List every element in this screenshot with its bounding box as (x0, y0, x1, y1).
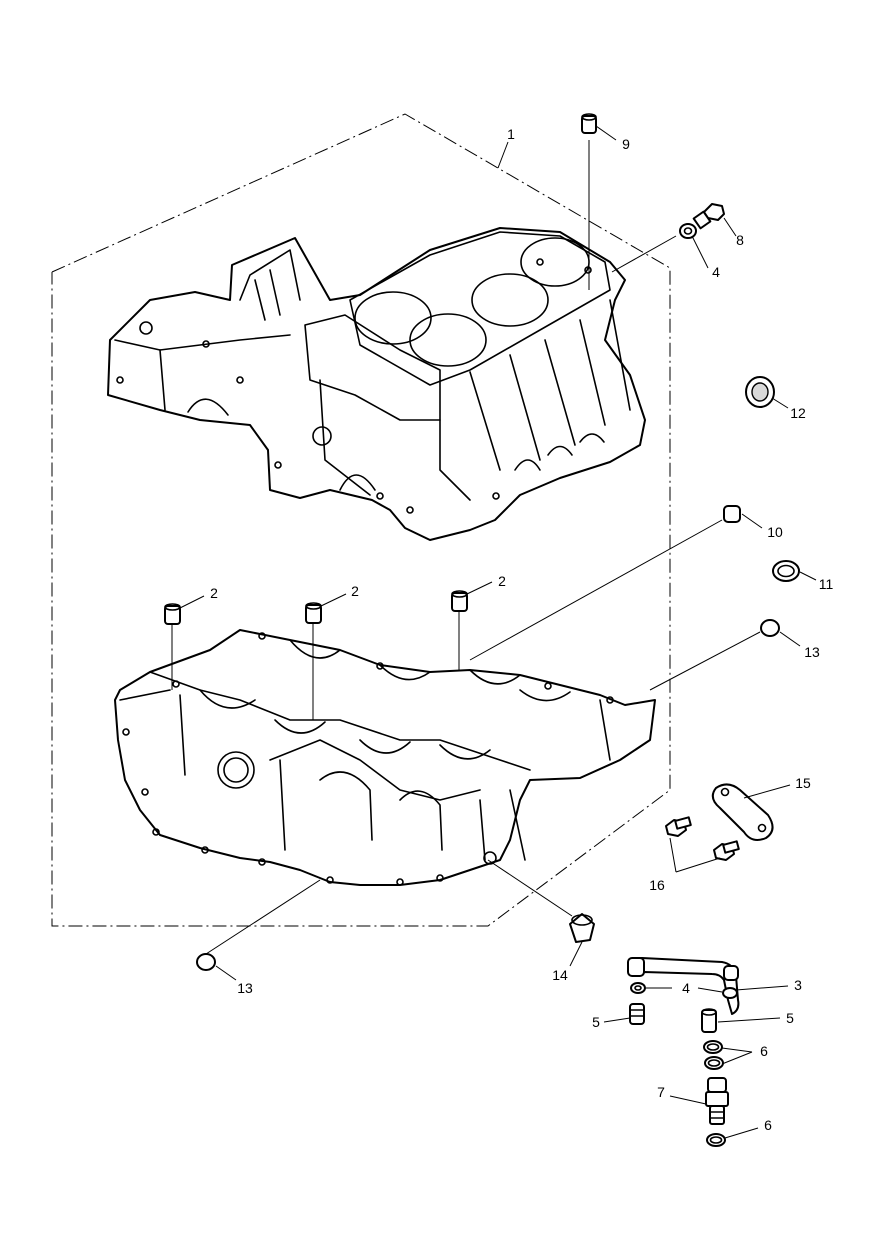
callout-6-lower: 6 (764, 1117, 772, 1133)
bolt-16-lower (713, 840, 740, 861)
bolt-8 (692, 203, 725, 230)
callout-13-left: 13 (237, 980, 253, 996)
grommet-14 (569, 913, 595, 943)
callout-4-lower: 4 (682, 980, 690, 996)
washer-4-lower-left (630, 982, 646, 994)
dowel-10 (723, 505, 741, 523)
plug-13-left (196, 953, 216, 971)
o-ring-6-upper (703, 1040, 723, 1054)
washer-4-upper (679, 223, 697, 239)
callout-4-upper: 4 (712, 264, 720, 280)
callout-16: 16 (649, 877, 665, 893)
callout-5-left: 5 (592, 1014, 600, 1030)
callout-1: 1 (507, 126, 515, 142)
assembly-boundary (51, 113, 671, 927)
callout-2-right: 2 (498, 573, 506, 589)
bolt-5-right (701, 1008, 717, 1033)
callout-3: 3 (794, 977, 802, 993)
adapter-7 (705, 1077, 729, 1125)
callout-7: 7 (657, 1084, 665, 1100)
bolt-16-upper (665, 816, 692, 837)
callout-6-upper: 6 (760, 1043, 768, 1059)
callout-11: 11 (819, 576, 834, 592)
washer-4-lower-right (722, 987, 738, 999)
callout-2-middle: 2 (351, 583, 359, 599)
callout-14: 14 (552, 967, 568, 983)
dowel-2-middle (305, 602, 322, 624)
callout-9: 9 (622, 136, 630, 152)
lower-crankcase (114, 629, 656, 886)
leader-lines (171, 125, 817, 1139)
bolt-5-left (629, 1003, 645, 1025)
callout-5-right: 5 (786, 1010, 794, 1026)
callout-8: 8 (736, 232, 744, 248)
upper-crankcase (107, 227, 646, 541)
plug-13-right (760, 619, 780, 637)
o-ring-6-middle (704, 1056, 724, 1070)
callout-2-left: 2 (210, 585, 218, 601)
callout-labels: 1 9 8 4 12 10 11 2 2 2 13 15 16 14 13 3 … (210, 126, 833, 1133)
callout-10: 10 (767, 524, 783, 540)
dowel-2-right (451, 590, 468, 612)
callout-12: 12 (790, 405, 806, 421)
oil-pipe-3 (627, 957, 740, 1015)
plate-15 (711, 783, 774, 841)
callout-13-right: 13 (804, 644, 820, 660)
o-ring-11 (772, 560, 800, 582)
o-ring-6-lower (706, 1133, 726, 1147)
callout-15: 15 (795, 775, 811, 791)
dowel-2-left (164, 603, 181, 625)
dowel-9 (581, 113, 597, 134)
seal-12 (745, 376, 775, 408)
